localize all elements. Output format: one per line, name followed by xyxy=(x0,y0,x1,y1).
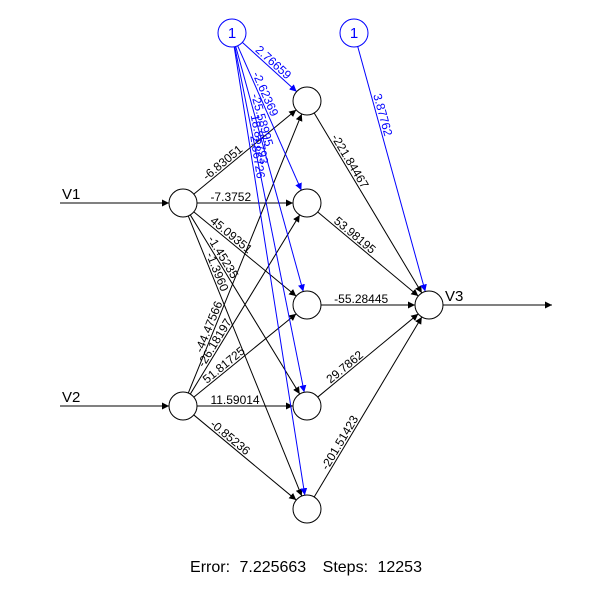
bias-label-b2-out: 3.87762 xyxy=(370,92,395,138)
weight-edge-in1-h1 xyxy=(193,109,297,195)
weight-edge-in2-h1 xyxy=(187,113,303,394)
hidden-node-h3 xyxy=(292,290,322,320)
edge-labels-layer: -6.83051-7.375245.09351-1.45235-1.3960-4… xyxy=(62,43,463,473)
bias-node-b1 xyxy=(217,18,247,48)
hidden-node-h4 xyxy=(292,391,322,421)
input-node-in1 xyxy=(168,188,198,218)
footer: Error: 7.225663 Steps: 12253 xyxy=(190,559,422,576)
weight-label-in2-h4: 11.59014 xyxy=(210,393,259,407)
hidden-node-h1 xyxy=(292,86,322,116)
weight-label-h1-out: -221.84467 xyxy=(328,132,371,192)
bias-edge-b1-h1 xyxy=(242,42,297,92)
weight-label-h4-out: 29.7862 xyxy=(324,348,367,387)
weight-edge-h4-out xyxy=(317,313,419,398)
hidden-node-h2 xyxy=(292,188,322,218)
weight-edge-h5-out xyxy=(313,316,423,498)
hidden-node-h5 xyxy=(292,494,322,524)
bias-edge-b1-h5 xyxy=(233,46,308,496)
input-label-in1: V1 xyxy=(62,186,80,203)
weight-edge-in2-h3 xyxy=(193,313,297,398)
error-label: Error: xyxy=(190,559,230,576)
weight-label-h5-out: -201.51423 xyxy=(318,413,361,473)
bias-edge-b1-h4 xyxy=(234,46,307,393)
input-node-in2 xyxy=(168,391,198,421)
bias-edge-b1-h2 xyxy=(237,45,302,191)
weight-edge-h1-out xyxy=(313,112,423,294)
bias-edge-b2-out xyxy=(357,46,427,292)
steps-value: 12253 xyxy=(377,559,422,576)
output-label: V3 xyxy=(445,288,463,305)
steps-label: Steps: xyxy=(323,559,368,576)
weight-label-h3-out: -55.28445 xyxy=(334,292,388,306)
error-value: 7.225663 xyxy=(239,559,306,576)
input-label-in2: V2 xyxy=(62,389,80,406)
weight-edge-in2-h2 xyxy=(189,214,301,395)
weight-edge-h2-out xyxy=(317,211,419,297)
bias-node-label-b1: 1 xyxy=(228,25,236,42)
bias-edge-b1-h3 xyxy=(235,46,305,292)
weight-label-h2-out: 53.98195 xyxy=(331,214,379,257)
weight-label-in1-h1: -6.83051 xyxy=(200,142,246,183)
weight-edge-in2-h5 xyxy=(193,414,297,501)
bias-node-b2 xyxy=(339,18,369,48)
output-node xyxy=(414,290,444,320)
weight-label-in1-h2: -7.3752 xyxy=(210,190,251,204)
bias-node-label-b2: 1 xyxy=(350,25,358,42)
weight-label-in2-h5: -0.85236 xyxy=(207,417,253,458)
bias-label-b1-h5: 2.86726 xyxy=(247,134,268,179)
edges-layer xyxy=(60,42,552,501)
